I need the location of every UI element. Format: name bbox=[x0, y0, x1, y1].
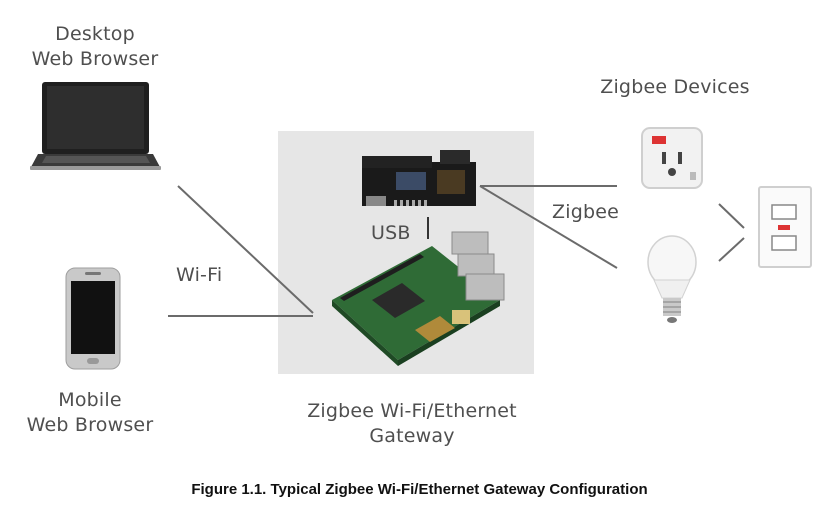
zigbee-board-icon bbox=[362, 150, 476, 239]
zigbee-label: Zigbee bbox=[552, 201, 619, 223]
connection-lines bbox=[168, 185, 745, 317]
mobile-browser-label: Mobile Web Browser bbox=[26, 389, 154, 436]
laptop-icon bbox=[30, 82, 161, 170]
wifi-label: Wi-Fi bbox=[176, 264, 223, 286]
gateway-label: Zigbee Wi-Fi/Ethernet Gateway bbox=[307, 400, 517, 447]
zigbee-devices-label: Zigbee Devices bbox=[600, 76, 750, 98]
desktop-browser-label: Desktop Web Browser bbox=[31, 23, 159, 70]
figure-caption: Figure 1.1. Typical Zigbee Wi-Fi/Etherne… bbox=[191, 481, 648, 498]
smartphone-icon bbox=[65, 267, 121, 370]
bulb-link-line bbox=[479, 185, 618, 269]
switch-link-line-lower bbox=[718, 237, 745, 262]
wall-switch-icon bbox=[758, 186, 812, 268]
light-bulb-icon bbox=[647, 235, 697, 323]
raspberry-pi-icon bbox=[332, 231, 505, 366]
switch-link-line-upper bbox=[718, 203, 745, 229]
desktop-link-line bbox=[177, 185, 314, 314]
smart-plug-icon bbox=[641, 127, 703, 189]
usb-label: USB bbox=[371, 222, 411, 244]
